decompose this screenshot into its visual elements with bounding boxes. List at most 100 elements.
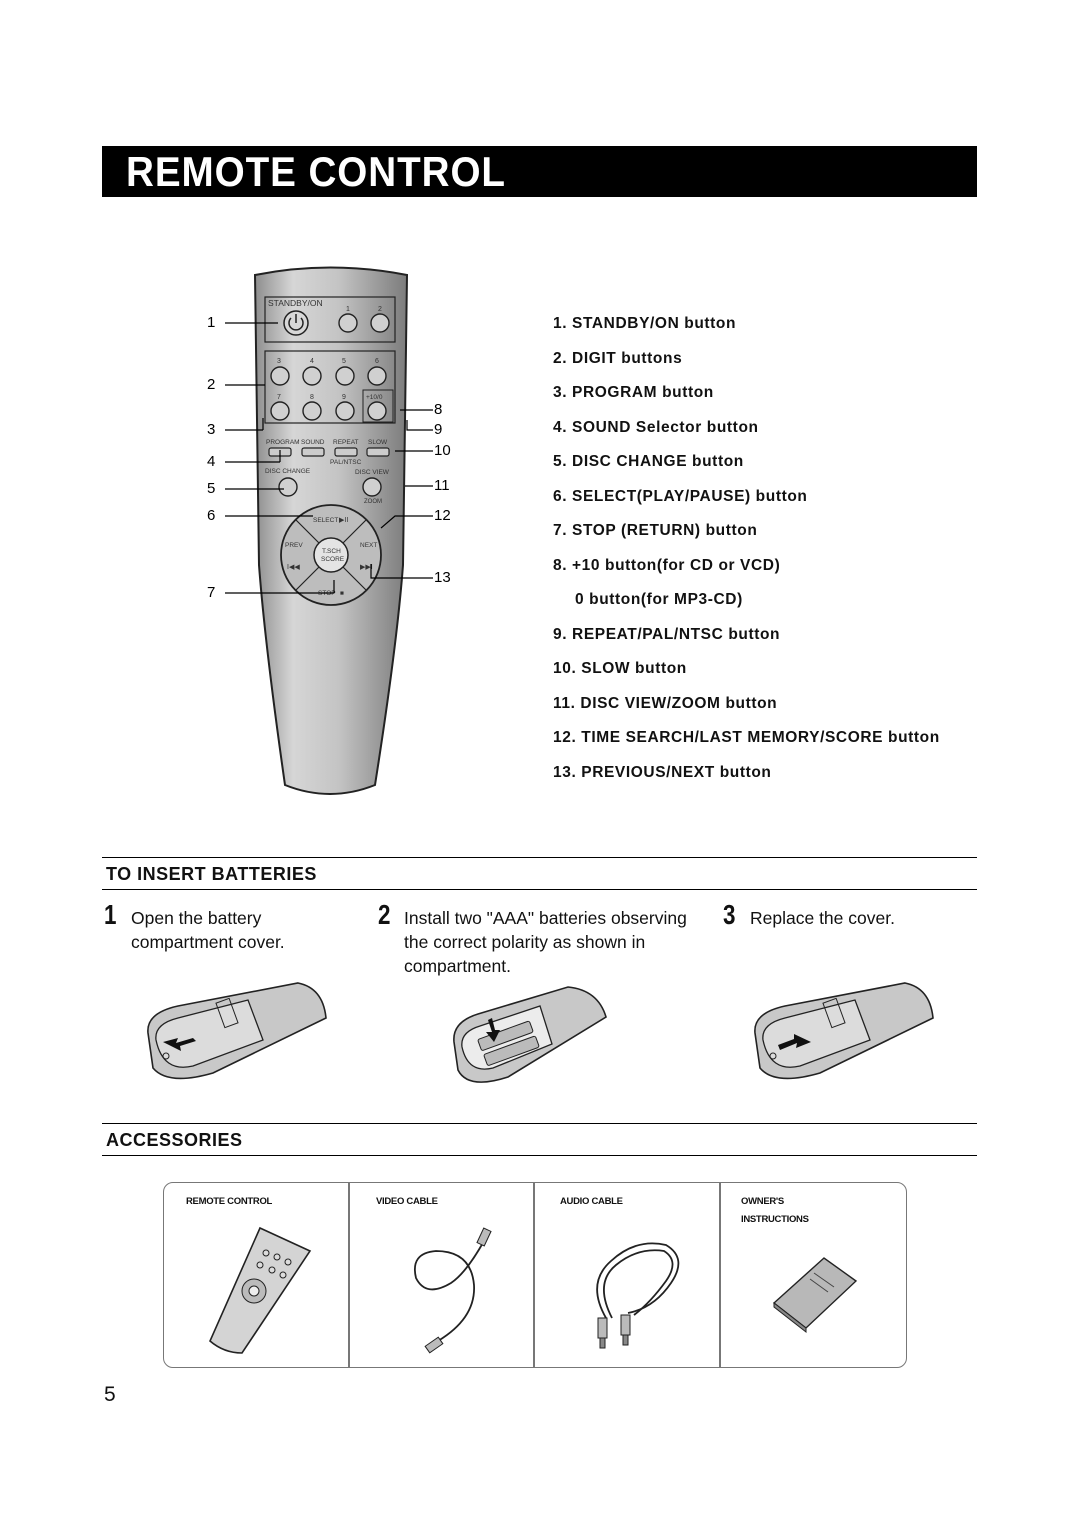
remote-label-score: SCORE: [321, 556, 345, 563]
callout-13: 13: [434, 569, 451, 586]
remote-label-digit-6: 6: [375, 358, 379, 365]
arrow-left-icon: [163, 1038, 196, 1051]
remote-label-digit-9: 9: [342, 394, 346, 401]
slow-button: [366, 447, 390, 457]
accessory-label-video-cable: VIDEO CABLE: [376, 1196, 438, 1207]
accessory-label-audio-cable: AUDIO CABLE: [560, 1196, 623, 1207]
remote-label-digit-2: 2: [378, 306, 382, 313]
page-title: REMOTE CONTROL: [126, 148, 506, 195]
audio-cable-image: [596, 1242, 680, 1349]
step-1-line-2: compartment cover.: [131, 932, 285, 952]
step-1-illustration: [147, 982, 327, 1080]
page-number: 5: [104, 1383, 116, 1406]
button-description-list: 1. STANDBY/ON button 2. DIGIT buttons 3.…: [553, 313, 940, 796]
batteries-heading: TO INSERT BATTERIES: [106, 864, 317, 884]
step-3-text: Replace the cover.: [750, 908, 895, 928]
callout-3: 3: [207, 421, 216, 438]
list-item: 13. PREVIOUS/NEXT button: [553, 763, 772, 781]
arrow-down-icon: [486, 1018, 500, 1042]
list-item: 5. DISC CHANGE button: [553, 453, 744, 470]
owners-manual-image: [772, 1257, 858, 1334]
accessory-label-remote: REMOTE CONTROL: [186, 1196, 273, 1207]
callout-1: 1: [207, 314, 216, 331]
callout-7: 7: [207, 584, 216, 601]
arrow-right-icon: [778, 1034, 811, 1050]
stop-icon: ■: [340, 590, 344, 597]
callout-10: 10: [434, 442, 451, 459]
page-title-bar: REMOTE CONTROL: [102, 146, 977, 197]
digit-button-9: [335, 401, 355, 421]
remote-label-sound: SOUND: [301, 439, 325, 446]
remote-control-accessory-image: [209, 1226, 312, 1354]
step-2-text: Install two "AAA" batteries observing th…: [404, 906, 687, 978]
batteries-section-header: TO INSERT BATTERIES: [102, 857, 977, 890]
list-item: 8. +10 button(for CD or VCD): [553, 556, 781, 574]
remote-label-tsch: T.SCH: [322, 548, 341, 555]
digit-button-7: [270, 401, 290, 421]
remote-label-digit-5: 5: [342, 358, 346, 365]
list-item: 0 button(for MP3-CD): [575, 591, 743, 608]
digit-button-1: [338, 313, 358, 333]
step-3-number: 3: [723, 899, 736, 930]
step-2-line-1: Install two "AAA" batteries observing: [404, 908, 687, 928]
remote-label-select: SELECT: [313, 517, 338, 524]
step-1-number: 1: [104, 899, 117, 930]
disc-view-button: [362, 477, 382, 497]
power-icon: [288, 314, 304, 331]
list-item: 12. TIME SEARCH/LAST MEMORY/SCORE button: [553, 729, 940, 746]
skip-forward-icon: ▶▶I: [360, 564, 373, 571]
accessories-heading: ACCESSORIES: [106, 1130, 243, 1150]
list-item: 3. PROGRAM button: [553, 384, 714, 401]
list-item: 6. SELECT(PLAY/PAUSE) button: [553, 487, 808, 505]
callout-9: 9: [434, 421, 443, 438]
list-item: 2. DIGIT buttons: [553, 349, 683, 367]
sound-button: [301, 447, 325, 457]
digit-button-3: [270, 366, 290, 386]
remote-label-slow: SLOW: [368, 439, 388, 446]
remote-label-repeat: REPEAT: [333, 439, 359, 446]
remote-label-digit-3: 3: [277, 358, 281, 365]
remote-label-prev: PREV: [285, 542, 303, 549]
list-item: 11. DISC VIEW/ZOOM button: [553, 694, 778, 712]
digit-button-8: [302, 401, 322, 421]
step-2-line-2: the correct polarity as shown in: [404, 932, 646, 952]
step-2-number: 2: [378, 899, 391, 930]
video-cable-image: [414, 1227, 492, 1354]
accessory-label-owners-instructions: OWNER'S INSTRUCTIONS: [741, 1193, 809, 1229]
remote-label-palntsc: PAL/NTSC: [330, 459, 362, 466]
remote-label-plus10: +10/0: [366, 394, 383, 401]
callout-11: 11: [434, 477, 450, 494]
step-2-illustration: [453, 986, 607, 1083]
plus10-button: [367, 401, 387, 421]
remote-label-disc-change: DISC CHANGE: [265, 468, 311, 475]
digit-button-4: [302, 366, 322, 386]
remote-label-digit-8: 8: [310, 394, 314, 401]
list-item: 1. STANDBY/ON button: [553, 315, 737, 332]
remote-callout-lines: [225, 322, 433, 594]
list-item: 10. SLOW button: [553, 660, 687, 677]
remote-label-zoom: ZOOM: [364, 499, 382, 505]
step-3-illustration: [754, 982, 934, 1080]
digit-button-6: [367, 366, 387, 386]
remote-label-disc-view: DISC VIEW: [355, 469, 390, 476]
callout-2: 2: [207, 376, 216, 393]
remote-label-digit-7: 7: [277, 394, 281, 401]
skip-back-icon: I◀◀: [287, 564, 300, 571]
repeat-button: [334, 447, 358, 457]
list-item: 7. STOP (RETURN) button: [553, 522, 758, 539]
disc-change-button: [278, 477, 298, 497]
callout-8: 8: [434, 401, 443, 418]
digit-button-2: [370, 313, 390, 333]
callout-4: 4: [207, 453, 216, 470]
accessories-section-header: ACCESSORIES: [102, 1123, 977, 1156]
remote-label-program: PROGRAM: [266, 439, 300, 446]
remote-label-next: NEXT: [360, 542, 377, 549]
accessory-label-owners: OWNER'S: [741, 1196, 784, 1207]
callout-6: 6: [207, 507, 216, 524]
callout-12: 12: [434, 507, 451, 524]
play-pause-icon: ▶II: [339, 517, 348, 524]
accessories-table: REMOTE CONTROL VIDEO CABLE AUDIO CABLE O…: [163, 1182, 907, 1368]
remote-control-illustration: STANDBY/ON 1 2 3 4 5 6 7 8 9 +10/0 PROGR…: [253, 266, 409, 795]
digit-button-5: [335, 366, 355, 386]
step-1-text: Open the battery compartment cover.: [131, 906, 285, 954]
